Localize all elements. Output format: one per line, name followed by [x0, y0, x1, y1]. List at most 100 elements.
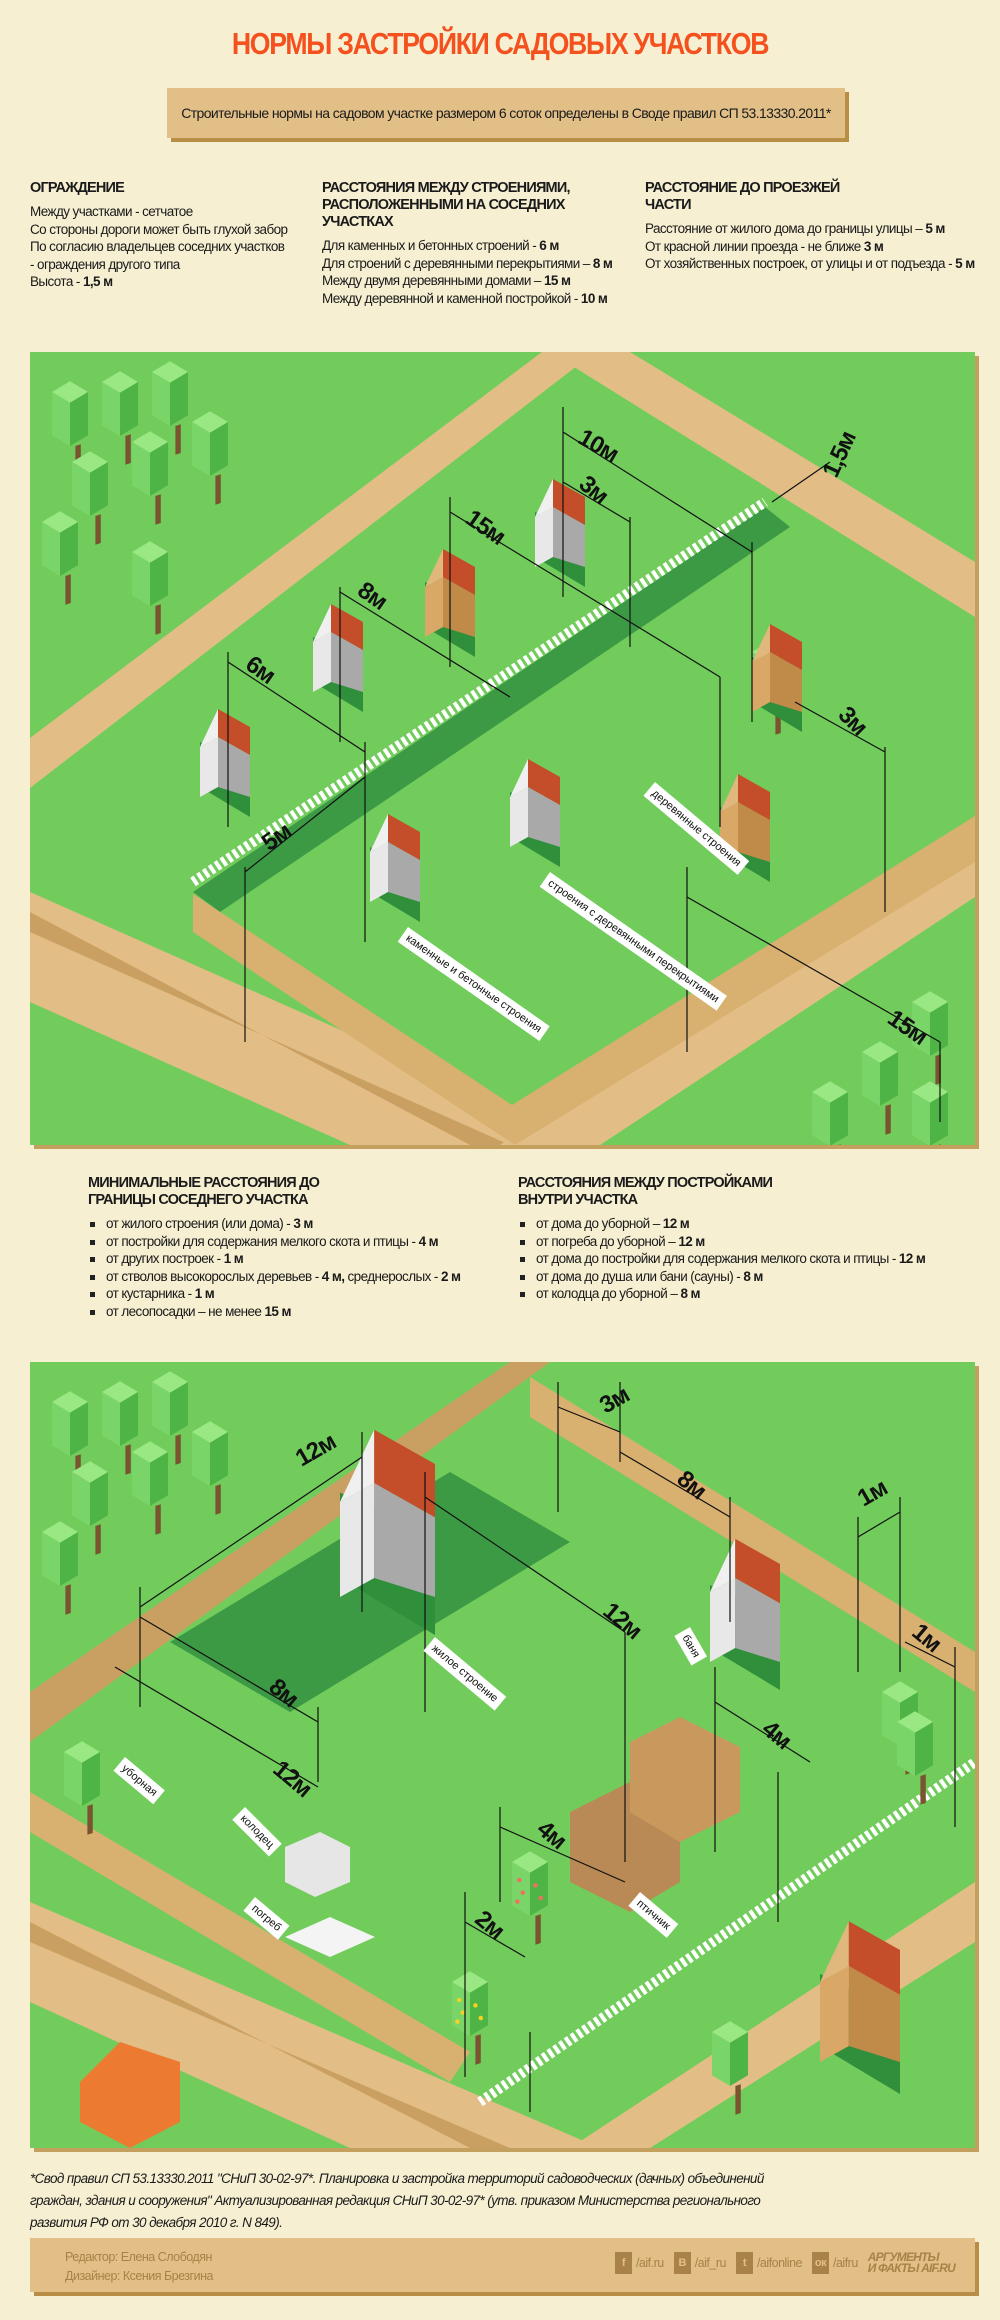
label-text: от жилого строения (или дома) -	[106, 1216, 294, 1231]
road	[570, 1882, 975, 2148]
own-plot-scene	[30, 1362, 975, 2148]
list-item: от лесопосадки – не менее 15 м	[88, 1303, 488, 1321]
tree	[42, 1521, 78, 1615]
editor-credit: Редактор: Елена Слободян	[65, 2250, 212, 2264]
house	[710, 1538, 780, 1690]
wooden-house	[820, 1921, 900, 2094]
list-item: от других построек - 1 м	[88, 1250, 488, 1268]
tree	[72, 1461, 108, 1555]
dimension-line	[686, 896, 941, 1043]
list-item: от стволов высокорослых деревьев - 4 м, …	[88, 1268, 488, 1286]
dimension-line	[449, 511, 721, 678]
text-line: Между двумя деревянными домами – 15 м	[322, 272, 622, 290]
dimension-line	[464, 1921, 526, 1958]
boundary-heading: МИНИМАЛЬНЫЕ РАССТОЯНИЯ ДО ГРАНИЦЫ СОСЕДН…	[88, 1175, 320, 1208]
odnoklassniki-icon: ок	[812, 2252, 829, 2274]
value-text: 15 м	[264, 1303, 291, 1319]
neighbors-heading: РАССТОЯНИЯ МЕЖДУ СТРОЕНИЯМИ, РАСПОЛОЖЕНН…	[322, 180, 571, 230]
list-item: от жилого строения (или дома) - 3 м	[88, 1215, 488, 1233]
dimension-line	[794, 701, 886, 753]
value-text: 10 м	[580, 290, 608, 306]
label-text: Высота -	[30, 274, 83, 289]
label-text: Между двумя деревянными домами –	[322, 273, 544, 288]
value-text: 6 м	[539, 238, 559, 253]
social-link[interactable]: t/aifonline	[735, 2252, 803, 2274]
tree	[152, 361, 188, 455]
social-link[interactable]: f/aif.ru	[614, 2252, 664, 2274]
value-text: 1,5 м	[82, 274, 113, 289]
text-line: По согласию владельцев соседних участков…	[30, 238, 290, 273]
dimension-line	[857, 1511, 901, 1538]
tree	[52, 381, 88, 475]
label-text: от постройки для содержания мелкого скот…	[106, 1233, 419, 1249]
facebook-icon: f	[614, 2252, 632, 2274]
social-label: /aif_ru	[694, 2256, 727, 2270]
tree	[712, 2021, 748, 2115]
house	[535, 479, 585, 587]
wooden-fence	[530, 1377, 975, 1692]
value-text: 15 м	[543, 273, 571, 288]
tree	[102, 371, 138, 465]
road	[30, 352, 595, 788]
label-text: от других построек -	[106, 1251, 224, 1266]
vk-icon: В	[673, 2252, 691, 2274]
dimension-line	[139, 1616, 319, 1723]
list-item: от дома до душа или бани (сауны) - 8 м	[518, 1268, 978, 1286]
house	[370, 814, 420, 922]
dimension-line	[904, 1641, 956, 1668]
value-text: 1 м	[194, 1286, 215, 1301]
dimension-line	[424, 1496, 626, 1633]
social-label: /aifru	[833, 2256, 858, 2270]
value-text: 3 м	[863, 238, 884, 254]
label-text: Между участками - сетчатое	[30, 204, 193, 219]
value-text: 12 м	[678, 1233, 705, 1249]
label-text: от дома до душа или бани (сауны) -	[536, 1268, 744, 1284]
social-link[interactable]: ок/aifru	[812, 2252, 858, 2274]
twitter-icon: t	[735, 2252, 753, 2274]
shed	[630, 1717, 740, 1842]
road-lines: Расстояние от жилого дома до границы ули…	[645, 220, 985, 273]
text-line: Между деревянной и каменной постройкой -…	[322, 290, 622, 308]
boundary-section: МИНИМАЛЬНЫЕ РАССТОЯНИЯ ДО ГРАНИЦЫ СОСЕДН…	[88, 1175, 488, 1320]
inside-heading: РАССТОЯНИЯ МЕЖДУ ПОСТРОЙКАМИ ВНУТРИ УЧАС…	[518, 1175, 773, 1208]
footer: Редактор: Елена Слободян Дизайнер: Ксени…	[30, 2238, 975, 2292]
tree	[911, 1081, 949, 1145]
house	[313, 604, 363, 712]
dimension-line	[619, 1451, 731, 1518]
inside-section: РАССТОЯНИЯ МЕЖДУ ПОСТРОЙКАМИ ВНУТРИ УЧАС…	[518, 1175, 978, 1303]
social-link[interactable]: В/aif_ru	[673, 2252, 727, 2274]
road-heading: РАССТОЯНИЕ ДО ПРОЕЗЖЕЙ ЧАСТИ	[645, 180, 840, 213]
footnote: *Свод правил СП 53.13330.2011 "СНиП 30-0…	[30, 2171, 764, 2230]
label-text: По согласию владельцев соседних участков…	[30, 239, 285, 272]
value-text: 8 м	[592, 255, 613, 271]
list-item: от дома до уборной – 12 м	[518, 1215, 978, 1233]
value-text: 12 м	[662, 1216, 690, 1231]
wooden-house	[425, 549, 475, 657]
label-text: Для каменных и бетонных строений -	[322, 238, 540, 253]
mesh-fence	[477, 1757, 975, 2107]
tree	[811, 1081, 849, 1145]
list-item: от колодца до уборной – 8 м	[518, 1285, 978, 1303]
subtitle-box: Строительные нормы на садовом участке ра…	[167, 88, 845, 138]
road	[30, 1902, 600, 2148]
value-text: 12 м	[898, 1251, 926, 1266]
wooden-fence	[30, 1792, 470, 2082]
tree	[152, 1371, 188, 1465]
label-text: от погреба до уборной –	[536, 1233, 679, 1249]
wooden-house	[752, 624, 802, 732]
tractor	[80, 2042, 180, 2148]
tree	[897, 1711, 933, 1805]
text-line: Высота - 1,5 м	[30, 273, 290, 291]
tree	[132, 541, 168, 635]
neighbor-plots-scene	[30, 352, 975, 1145]
tree	[132, 1441, 168, 1535]
value-text: 4 м	[418, 1233, 439, 1249]
text-line: Расстояние от жилого дома до границы ули…	[645, 220, 985, 238]
tree	[42, 511, 78, 605]
